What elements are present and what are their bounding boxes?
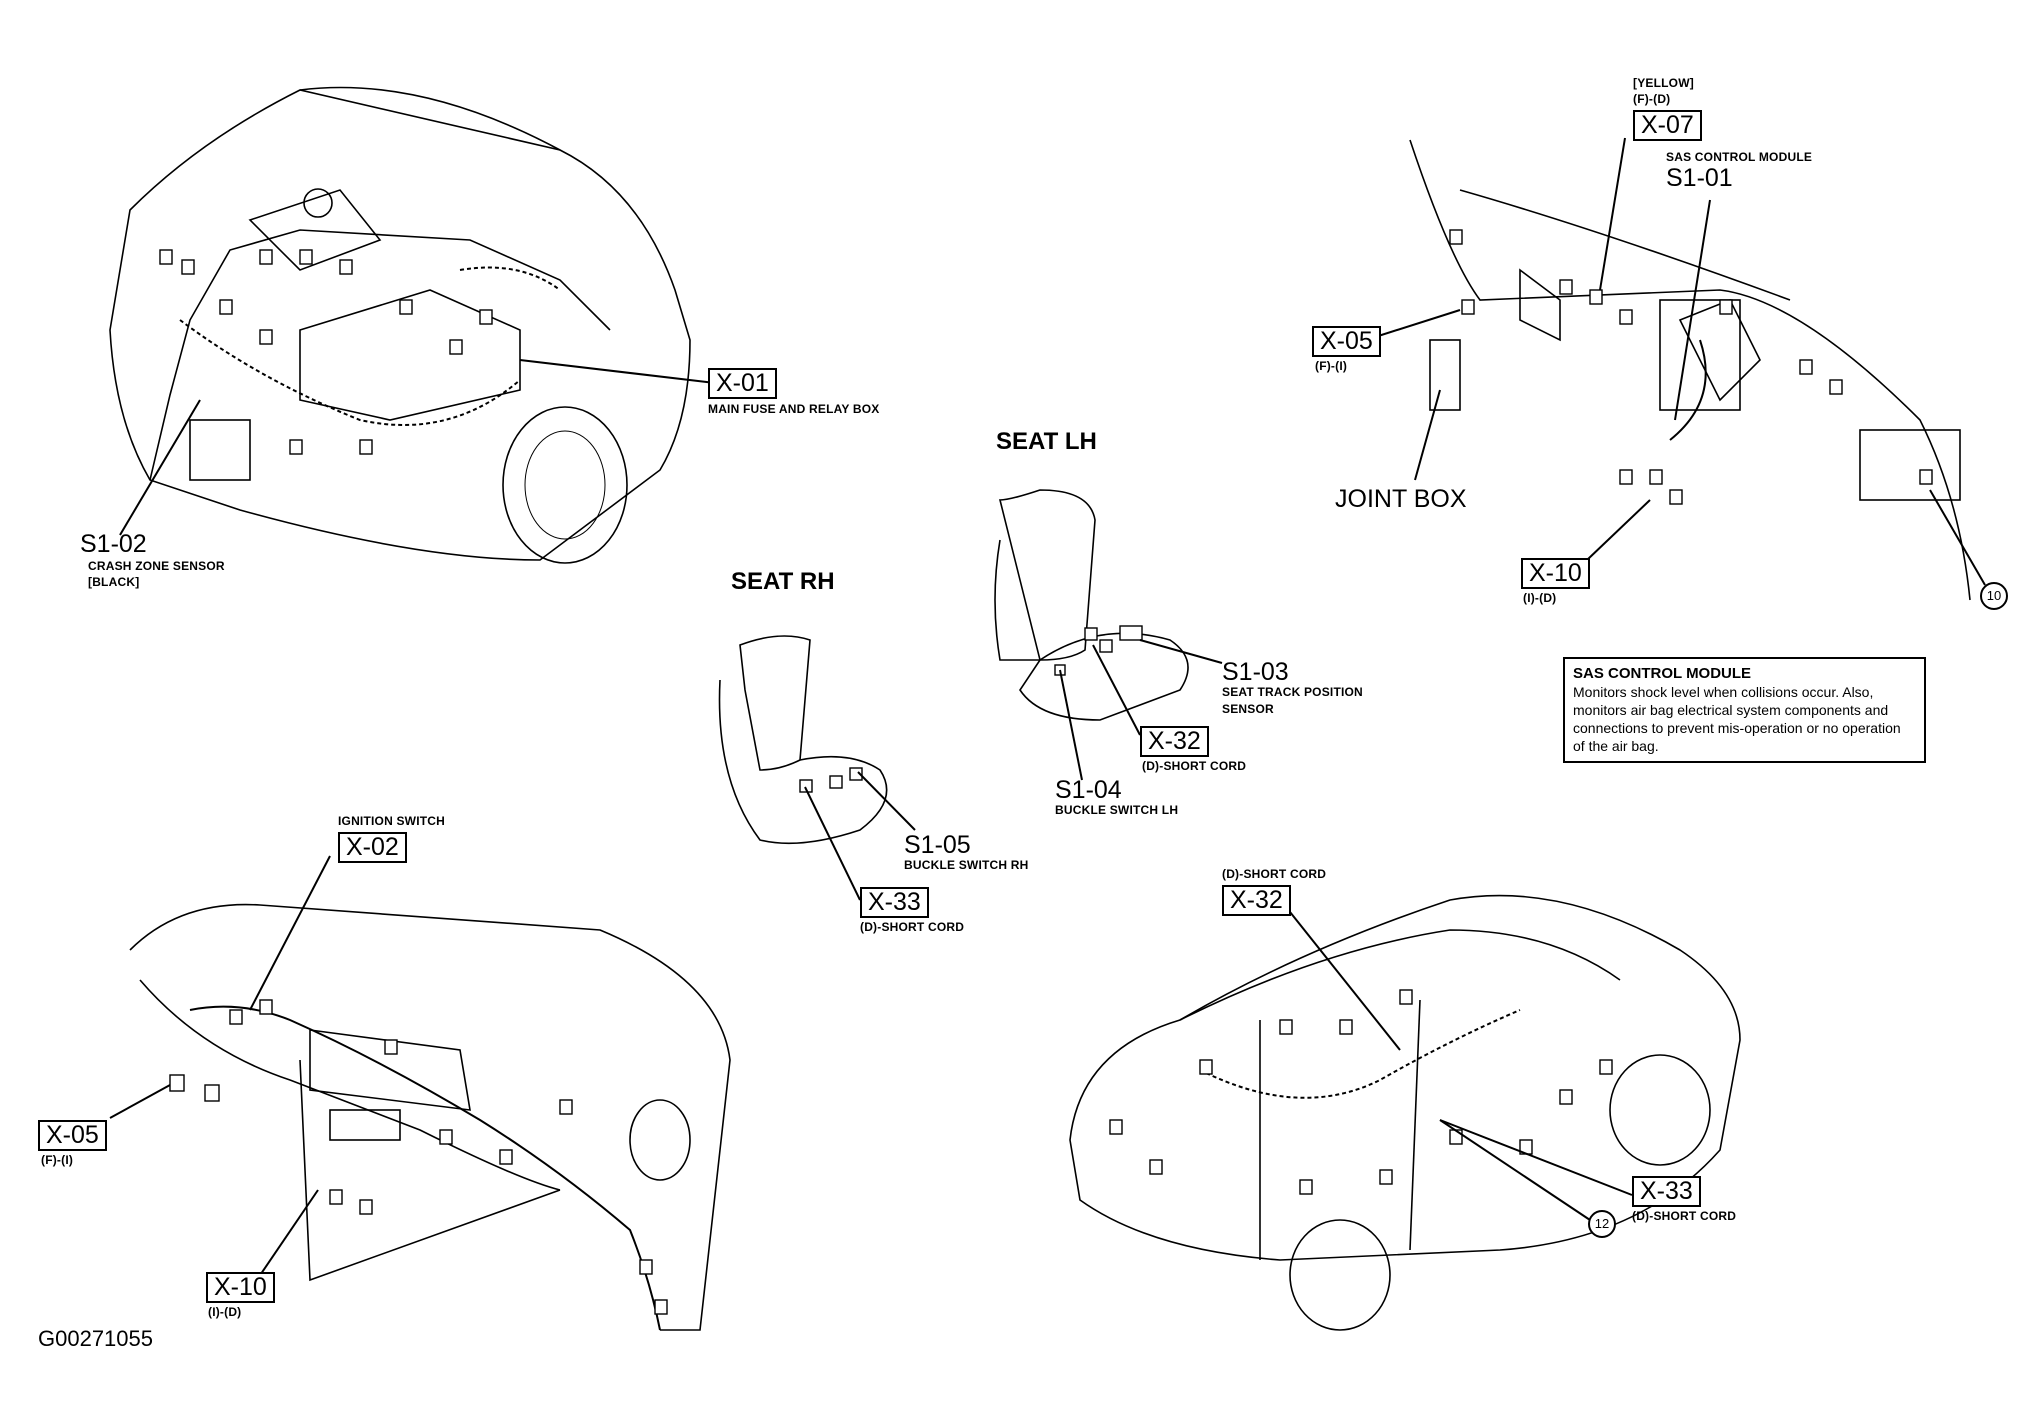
callout-x10-bottom: X-10: [206, 1272, 275, 1303]
note-body: Monitors shock level when collisions occ…: [1573, 684, 1901, 754]
callout-x02-desc: IGNITION SWITCH: [338, 814, 445, 828]
reference-circle-12: 12: [1588, 1210, 1616, 1238]
callout-x02: X-02: [338, 832, 407, 863]
callout-x33-car-sub: (D)-SHORT CORD: [1632, 1209, 1737, 1223]
callout-x05-top-sub: (F)-(I): [1315, 359, 1348, 373]
callout-s105: S1-05: [904, 831, 971, 859]
callout-s102-desc: CRASH ZONE SENSOR: [88, 559, 225, 573]
callout-s105-desc: BUCKLE SWITCH RH: [904, 858, 1029, 872]
callout-x05-bottom: X-05: [38, 1120, 107, 1151]
callout-s101-desc: SAS CONTROL MODULE: [1666, 150, 1813, 164]
callout-x32-car-pre: (D)-SHORT CORD: [1222, 867, 1327, 881]
dashboard-sas-illustration: [1371, 137, 1986, 601]
engine-compartment-illustration: [109, 86, 716, 564]
instrument-panel-illustration: [109, 855, 731, 1331]
callout-s103-desc2: SENSOR: [1222, 702, 1274, 716]
callout-x32-seat: X-32: [1140, 726, 1209, 757]
callout-x10-bottom-sub: (I)-(D): [208, 1305, 242, 1319]
callout-x05-top: X-05: [1312, 326, 1381, 357]
callout-x33-seat-sub: (D)-SHORT CORD: [860, 920, 965, 934]
callout-s103-desc1: SEAT TRACK POSITION: [1222, 685, 1363, 699]
callout-s102-sub: [BLACK]: [88, 575, 140, 589]
figure-id: G00271055: [38, 1326, 153, 1351]
callout-x01-desc: MAIN FUSE AND RELAY BOX: [708, 402, 880, 416]
callout-x07: X-07: [1633, 110, 1702, 141]
reference-circle-10: 10: [1980, 582, 2008, 610]
callout-x32-car: X-32: [1222, 885, 1291, 916]
callout-x07-pre1: [YELLOW]: [1633, 76, 1694, 90]
callout-x10-top-sub: (I)-(D): [1523, 591, 1557, 605]
callout-s103: S1-03: [1222, 658, 1289, 686]
callout-x10-top: X-10: [1521, 558, 1590, 589]
vehicle-body-illustration: [1069, 894, 1741, 1331]
callout-s104-desc: BUCKLE SWITCH LH: [1055, 803, 1179, 817]
callout-s104: S1-04: [1055, 776, 1122, 804]
sas-control-module-note: SAS CONTROL MODULE Monitors shock level …: [1563, 657, 1926, 763]
callout-s102: S1-02: [80, 530, 147, 558]
section-seat-lh: SEAT LH: [996, 428, 1097, 455]
callout-joint-box: JOINT BOX: [1335, 485, 1467, 513]
section-seat-rh: SEAT RH: [731, 568, 835, 595]
callout-x33-car: X-33: [1632, 1176, 1701, 1207]
note-title: SAS CONTROL MODULE: [1573, 665, 1752, 682]
callout-x01: X-01: [708, 368, 777, 399]
callout-x32-seat-sub: (D)-SHORT CORD: [1142, 759, 1247, 773]
callout-s101: S1-01: [1666, 164, 1733, 192]
callout-x05-bottom-sub: (F)-(I): [41, 1153, 74, 1167]
seat-rh-illustration: [718, 635, 916, 901]
callout-x07-pre2: (F)-(D): [1633, 92, 1671, 106]
callout-x33-seat: X-33: [860, 887, 929, 918]
seat-lh-illustration: [994, 489, 1223, 781]
